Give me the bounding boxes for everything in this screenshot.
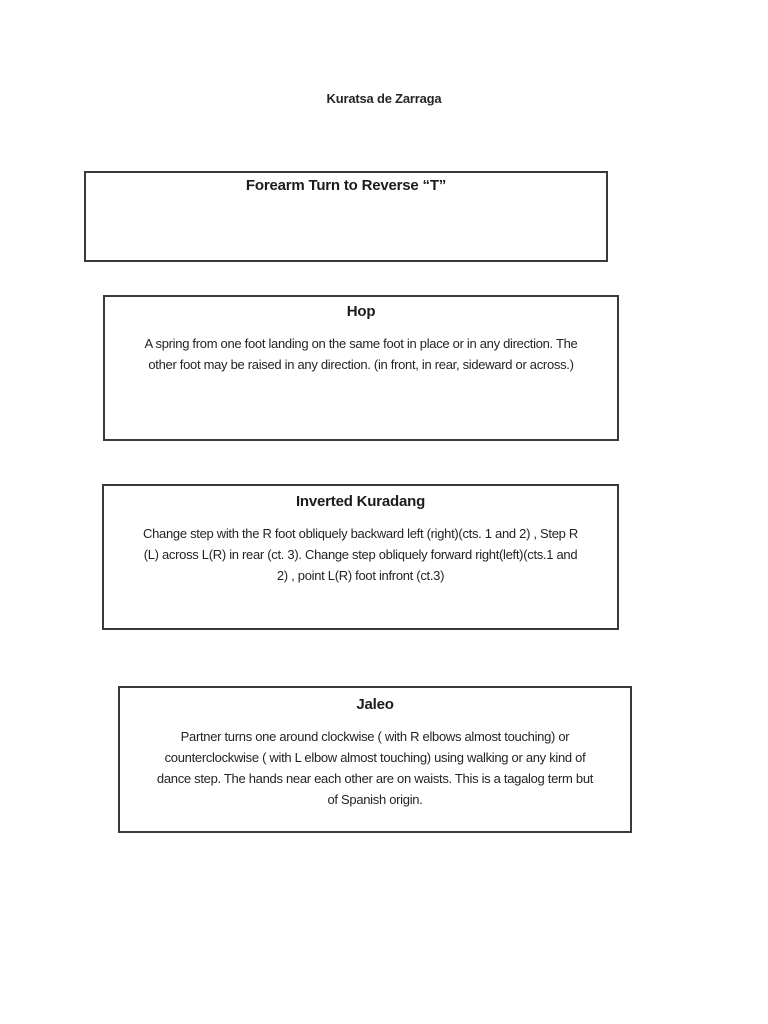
definition-box-forearm-turn: Forearm Turn to Reverse “T” [84, 171, 608, 262]
box-title-forearm-turn: Forearm Turn to Reverse “T” [245, 177, 447, 194]
definition-box-hop: Hop A spring from one foot landing on th… [103, 295, 619, 441]
box-title-jaleo: Jaleo [356, 696, 394, 713]
box-title-hop: Hop [346, 303, 376, 320]
box-body-jaleo: Partner turns one around clockwise ( wit… [156, 729, 594, 807]
document-title: Kuratsa de Zarraga [326, 91, 442, 106]
box-body-hop: A spring from one foot landing on the sa… [144, 336, 578, 372]
definition-box-jaleo: Jaleo Partner turns one around clockwise… [118, 686, 632, 833]
definition-box-inverted-kuradang: Inverted Kuradang Change step with the R… [102, 484, 619, 630]
box-title-inverted-kuradang: Inverted Kuradang [295, 493, 426, 510]
box-body-inverted-kuradang: Change step with the R foot obliquely ba… [143, 526, 578, 583]
